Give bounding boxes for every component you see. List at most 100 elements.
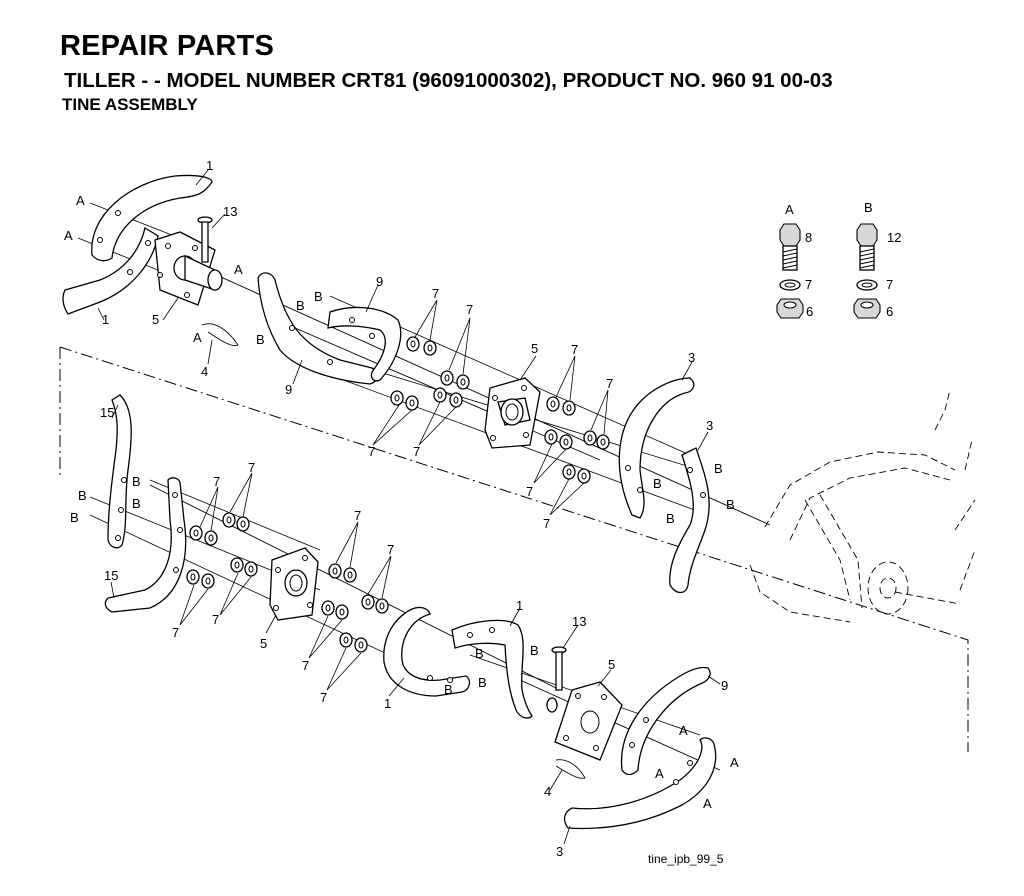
nut-a-icon	[776, 298, 804, 319]
washer-set-lower-1	[186, 512, 258, 589]
callout-9: 9	[376, 274, 383, 289]
callout-7: 7	[543, 516, 550, 531]
callout-7: 7	[248, 460, 255, 475]
model-subtitle: TILLER - - MODEL NUMBER CRT81 (960910003…	[64, 69, 833, 92]
tine-1-bottom-left	[383, 606, 471, 697]
callout-7: 7	[213, 474, 220, 489]
callout-b: B	[132, 474, 141, 489]
callout-15: 15	[104, 568, 118, 583]
callout-b: B	[78, 488, 87, 503]
callout-b: B	[132, 496, 141, 511]
callout-b: B	[296, 298, 305, 313]
washer-set-upper-1	[390, 336, 470, 411]
callout-a: A	[64, 228, 73, 243]
legend-bolt-a-number: 8	[805, 230, 812, 245]
legend-letter-b: B	[864, 200, 873, 215]
tine-15-lower	[104, 477, 187, 613]
callout-5: 5	[260, 636, 267, 651]
callout-4: 4	[201, 364, 208, 379]
callout-b: B	[714, 461, 723, 476]
callout-7: 7	[413, 444, 420, 459]
callout-7: 7	[466, 302, 473, 317]
callout-7: 7	[571, 342, 578, 357]
lock-washer-b-icon	[856, 279, 878, 291]
callout-5: 5	[152, 312, 159, 327]
legend-bolt-b-number: 12	[887, 230, 901, 245]
tine-9-bottom	[620, 666, 711, 776]
callout-1: 1	[206, 158, 213, 173]
callout-7: 7	[302, 658, 309, 673]
separator-line	[59, 346, 969, 752]
tiller-wheel-outline	[749, 389, 976, 623]
callout-4: 4	[544, 784, 551, 799]
callout-b: B	[314, 289, 323, 304]
hairpin-clip-upper	[201, 323, 239, 347]
callout-leaders	[97, 169, 721, 845]
callout-a: A	[234, 262, 243, 277]
legend-nut-b-number: 6	[886, 304, 893, 319]
hairpin-clip-lower	[555, 759, 586, 779]
callout-b: B	[444, 682, 453, 697]
flange-hub-upper-center	[484, 377, 541, 449]
clevis-pin-upper	[197, 216, 213, 263]
flange-hub-upper-left	[154, 231, 223, 306]
callout-1: 1	[102, 312, 109, 327]
callout-a: A	[730, 755, 739, 770]
callout-b: B	[256, 332, 265, 347]
callout-5: 5	[531, 341, 538, 356]
callout-3: 3	[556, 844, 563, 859]
section-title: TINE ASSEMBLY	[62, 95, 198, 114]
callout-7: 7	[320, 690, 327, 705]
flange-hub-lower-right	[546, 681, 623, 761]
callout-3: 3	[688, 350, 695, 365]
legend-lock-washer-b-number: 7	[886, 277, 893, 292]
clevis-pin-lower	[551, 646, 567, 691]
callout-b: B	[726, 497, 735, 512]
callout-7: 7	[368, 444, 375, 459]
callout-13: 13	[223, 204, 237, 219]
callout-labels: 1 A A 13 A 1 5 A 4 9 B B B 9 7 7 7 7 5 7…	[64, 158, 739, 859]
callout-9: 9	[721, 678, 728, 693]
callout-b: B	[70, 510, 79, 525]
callout-b: B	[475, 646, 484, 661]
callout-a: A	[679, 723, 688, 738]
callout-a: A	[193, 330, 202, 345]
callout-9: 9	[285, 382, 292, 397]
callout-7: 7	[354, 508, 361, 523]
washer-set-lower-2	[321, 563, 389, 653]
callout-a: A	[76, 193, 85, 208]
callout-a: A	[655, 766, 664, 781]
lock-washer-a-icon	[779, 279, 801, 291]
nut-b-icon	[853, 298, 881, 319]
callout-b: B	[666, 511, 675, 526]
legend-lock-washer-a-number: 7	[805, 277, 812, 292]
callout-3: 3	[706, 418, 713, 433]
tine-1-upper	[91, 174, 213, 262]
callout-7: 7	[432, 286, 439, 301]
callout-7: 7	[606, 376, 613, 391]
callout-b: B	[530, 643, 539, 658]
tine-3-upper-right	[669, 447, 710, 594]
bolt-b-icon	[856, 223, 878, 271]
callout-a: A	[703, 796, 712, 811]
callout-15: 15	[100, 405, 114, 420]
page-title: REPAIR PARTS	[60, 30, 275, 62]
legend-letter-a: A	[785, 202, 794, 217]
callout-5: 5	[608, 657, 615, 672]
callout-7: 7	[212, 612, 219, 627]
callout-7: 7	[172, 625, 179, 640]
callout-1: 1	[516, 598, 523, 613]
flange-hub-lower-left	[269, 547, 319, 621]
callout-b: B	[478, 675, 487, 690]
figure-id: tine_ipb_99_5	[648, 852, 724, 866]
callout-13: 13	[572, 614, 586, 629]
tine-9-right	[327, 306, 402, 382]
tine-1-bottom-right	[451, 619, 533, 719]
bolt-a-icon	[779, 223, 801, 271]
callout-b: B	[653, 476, 662, 491]
callout-1: 1	[384, 696, 391, 711]
tine-3-upper-left	[618, 377, 695, 519]
tine-1-lower	[62, 226, 159, 315]
tine-15-upper	[107, 394, 132, 549]
